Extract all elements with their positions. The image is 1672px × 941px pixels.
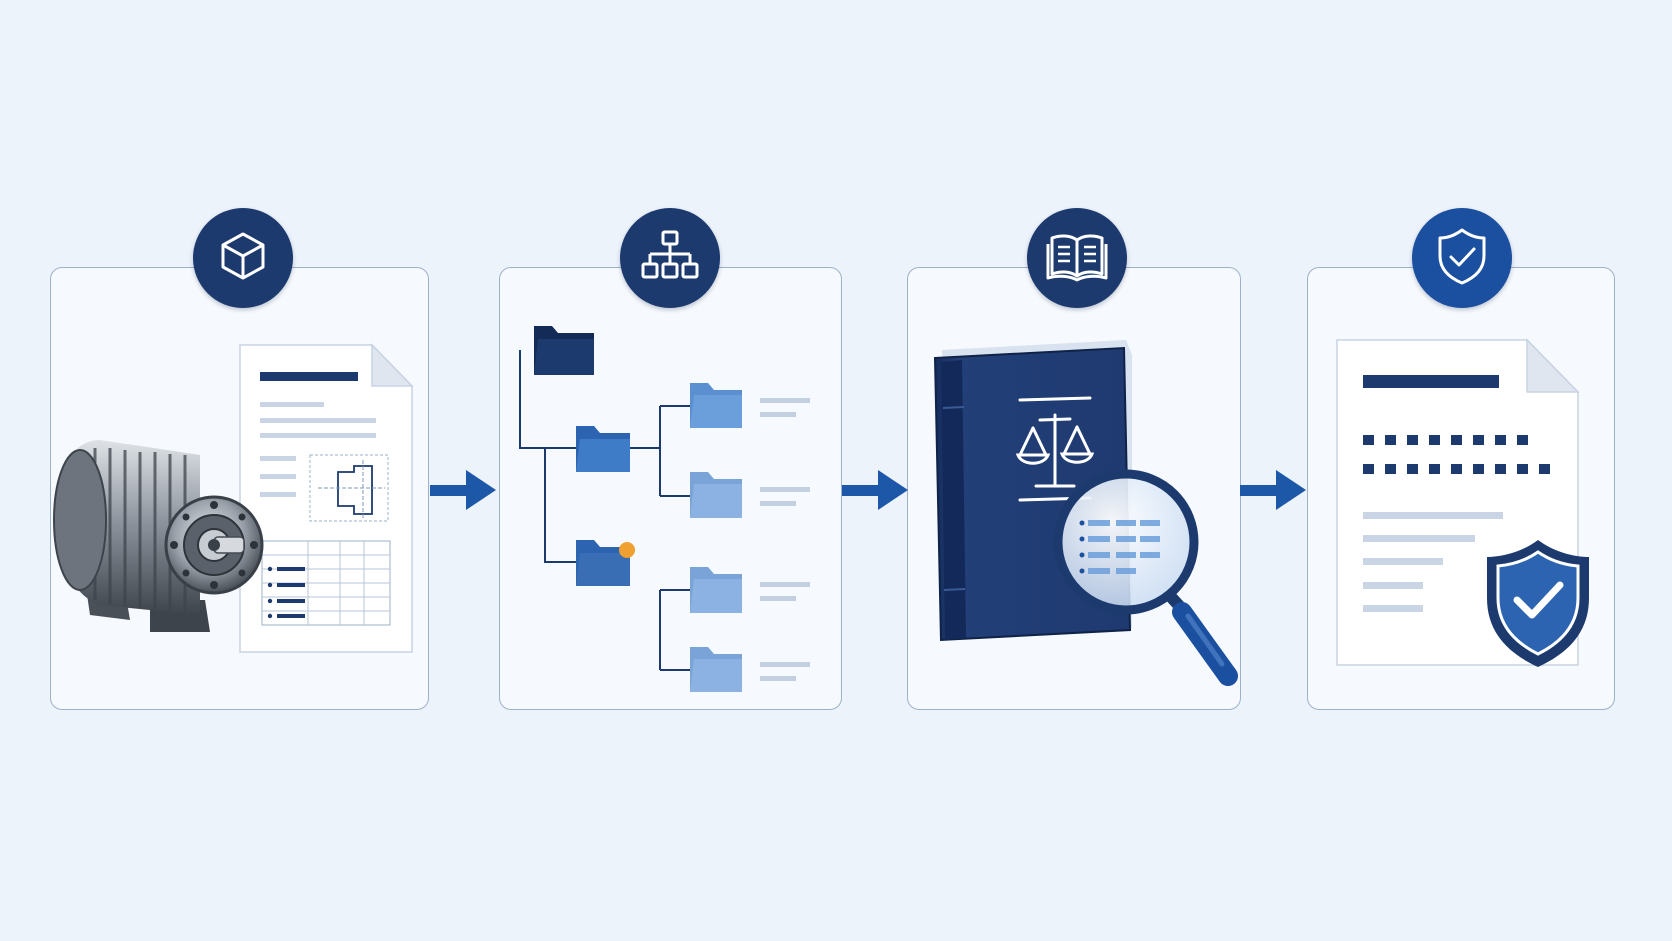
folder-tree: [519, 326, 810, 692]
cube-icon: [215, 228, 271, 289]
folder-icon: [690, 647, 742, 692]
step-1-badge: [193, 208, 293, 308]
electric-motor: [53, 440, 264, 632]
arrow-right-icon: [1240, 468, 1308, 517]
folder-icon: [690, 472, 742, 518]
step-4-badge: [1412, 208, 1512, 308]
shield-check-icon: [1434, 226, 1490, 291]
folder-icon: [576, 426, 630, 472]
open-book-icon: [1046, 230, 1108, 287]
shield-check-icon: [1487, 540, 1589, 667]
step-3-badge: [1027, 208, 1127, 308]
folder-icon: [690, 567, 742, 613]
technical-document: [239, 343, 414, 653]
arrow-right-icon: [430, 468, 498, 517]
folder-icon: [576, 540, 635, 586]
hierarchy-icon: [640, 226, 700, 291]
folder-icon: [534, 326, 594, 375]
folder-icon: [690, 383, 742, 428]
step-2-badge: [620, 208, 720, 308]
arrow-right-icon: [842, 468, 910, 517]
magnifier-icon: [1053, 469, 1238, 686]
